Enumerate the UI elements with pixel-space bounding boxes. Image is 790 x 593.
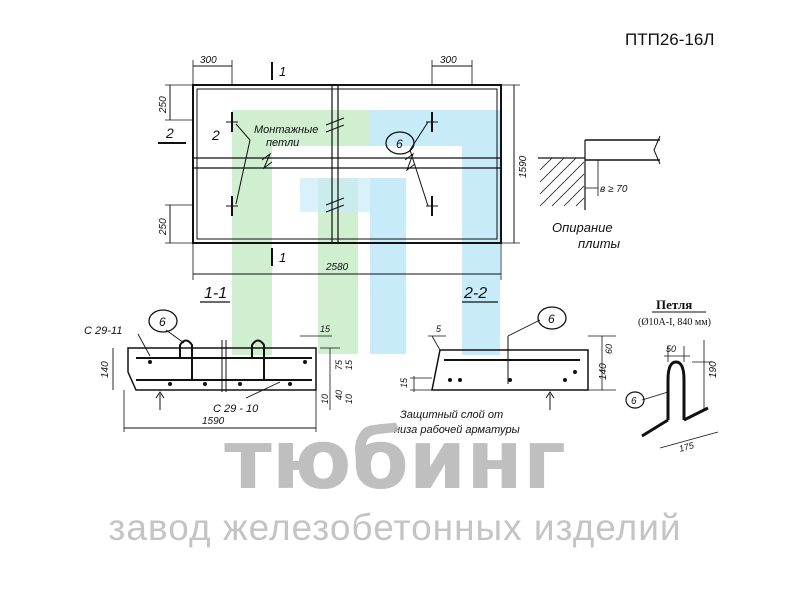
section1-dim-10b: 10 — [344, 394, 354, 404]
watermark-logo — [232, 110, 500, 355]
dim-top-right: 300 — [440, 55, 457, 66]
section2-dim-right: 140 — [598, 363, 609, 380]
section1-dim-75: 75 — [334, 359, 344, 370]
section2-dim-top: 5 — [436, 324, 442, 334]
loop-detail — [625, 311, 719, 449]
section-2-2-texts: 2-2 6 5 60 140 15 Защитный слой от низа … — [394, 285, 614, 436]
dim-left-top: 250 — [158, 96, 169, 114]
section1-title: 1-1 — [204, 285, 227, 302]
loop-callout-number: 6 — [631, 396, 637, 407]
support-detail — [538, 135, 661, 210]
section-1-1 — [112, 301, 340, 432]
loops-label-line1: Монтажные — [254, 124, 318, 136]
section1-mark-top: C 29-11 — [84, 325, 122, 337]
section2-note-line2: низа рабочей арматуры — [394, 424, 520, 436]
support-dim: в ≥ 70 — [600, 184, 628, 195]
section2-note-line1: Защитный слой от — [400, 409, 503, 421]
plan-view — [158, 60, 520, 280]
section1-mark-top: 1 — [279, 64, 286, 79]
plan-callout-number: 6 — [396, 137, 403, 151]
dim-top-left: 300 — [200, 55, 217, 66]
plan-texts: 300 300 250 250 1590 2580 1 1 2 2 Монтаж… — [158, 55, 529, 273]
section1-dim-10a: 10 — [320, 394, 330, 404]
section-2-2 — [410, 301, 616, 410]
section2-mark-outer: 2 — [165, 125, 174, 141]
watermark-tagline: завод железобетонных изделий — [108, 507, 681, 548]
rebar-dots — [148, 360, 577, 386]
section1-dim-top: 15 — [320, 324, 331, 334]
loop-texts: Петля (Ø10А-I, 840 мм) 6 50 190 175 — [631, 297, 719, 454]
loop-dim-height: 190 — [708, 361, 719, 378]
support-caption-line1: Опирание — [552, 220, 613, 235]
section1-mark-bottom: C 29 - 10 — [213, 403, 259, 415]
section1-dim-height: 140 — [100, 361, 111, 378]
section-1-1-texts: 1-1 6 C 29-11 C 29 - 10 15 140 75 15 10 … — [84, 285, 354, 427]
section2-callout-number: 6 — [548, 312, 555, 326]
section2-dim-left: 15 — [399, 377, 409, 388]
dim-left-bottom: 250 — [158, 218, 169, 236]
dim-bottom: 2580 — [325, 262, 349, 273]
section1-dim-40: 40 — [334, 390, 344, 400]
loop-title: Петля — [656, 297, 692, 312]
loops-label-line2: петли — [266, 137, 299, 149]
loop-subtitle: (Ø10А-I, 840 мм) — [638, 317, 711, 328]
section1-callout-number: 6 — [159, 315, 166, 329]
loop-dim-width: 175 — [678, 440, 696, 454]
section1-dim-15: 15 — [344, 359, 354, 370]
section2-title: 2-2 — [463, 285, 487, 302]
section1-mark-bottom: 1 — [279, 250, 286, 265]
section1-dim-length: 1590 — [202, 416, 225, 427]
section2-mark-inner: 2 — [211, 127, 220, 143]
drawing-code: ПТП26-16Л — [625, 30, 714, 49]
section2-dim-right-top: 60 — [604, 344, 614, 354]
dim-right: 1590 — [518, 155, 529, 178]
watermark-brand: тюбинг — [224, 413, 565, 508]
support-caption-line2: плиты — [578, 236, 621, 251]
loop-dim-top: 50 — [666, 344, 676, 354]
